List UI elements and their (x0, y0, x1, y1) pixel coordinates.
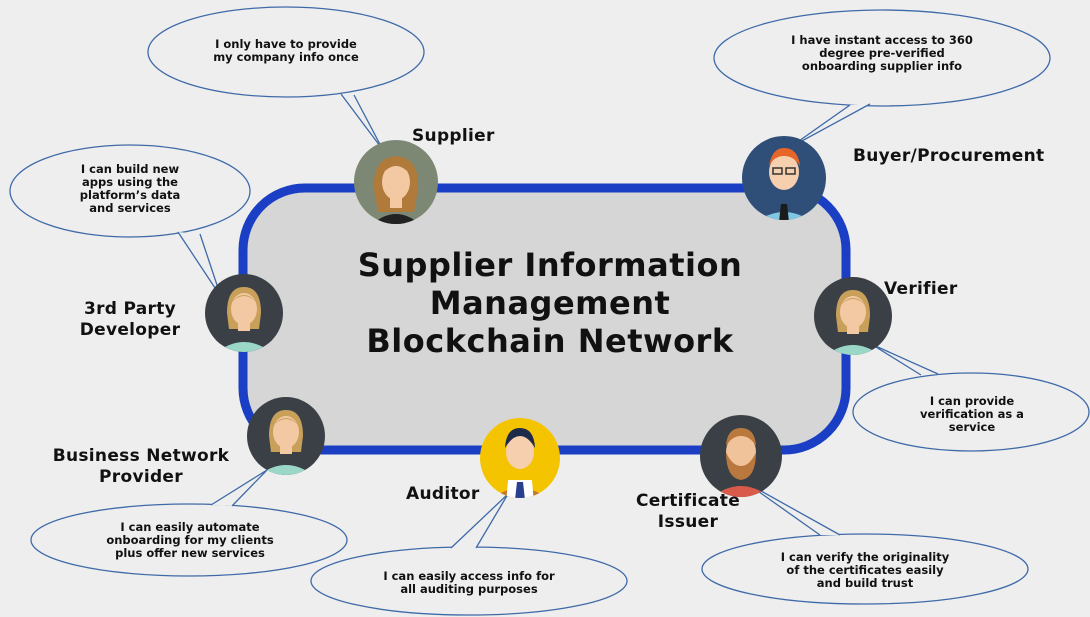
title-line-3: Blockchain Network (366, 322, 734, 360)
bubble-developer-text: I can build new apps using the platform’… (40, 152, 220, 226)
woman-avatar-icon (354, 140, 438, 224)
role-label-issuer-line-2: Issuer (657, 512, 719, 532)
man-suit-avatar-icon (480, 418, 560, 498)
bubble-buyer-line-1: I have instant access to 360 (791, 32, 973, 47)
bubble-verifier-line-2: verification as a (920, 406, 1024, 421)
bubble-supplier-text: I only have to provide my company info o… (170, 22, 402, 80)
role-label-supplier: Supplier (412, 126, 495, 146)
role-label-developer: 3rd Party Developer (60, 299, 200, 341)
bubble-issuer-line-3: and build trust (816, 575, 914, 590)
bubble-verifier-line-1: I can provide (929, 393, 1015, 408)
bubble-supplier-line-1: I only have to provide (215, 37, 357, 51)
bubble-buyer-text: I have instant access to 360 degree pre-… (740, 22, 1024, 84)
bubble-auditor-line-2: all auditing purposes (400, 582, 538, 596)
network-title: Supplier Information Management Blockcha… (300, 246, 800, 360)
bubble-bnp-line-1: I can easily automate (120, 519, 260, 534)
bubble-bnp-text: I can easily automate onboarding for my … (60, 516, 320, 564)
bubble-supplier-shape (147, 6, 425, 151)
bubble-bnp-line-3: plus offer new services (115, 545, 265, 560)
bubble-issuer-line-2: of the certificates easily (786, 562, 944, 577)
bubble-verifier-shape (852, 343, 1090, 452)
role-label-issuer-line-1: Certificate (635, 491, 741, 511)
role-label-issuer: Certificate Issuer (618, 491, 758, 533)
role-label-bnp: Business Network Provider (36, 446, 246, 488)
role-label-developer-line-2: Developer (79, 320, 181, 340)
bubble-auditor-text: I can easily access info for all auditin… (340, 566, 598, 600)
title-line-1: Supplier Information (357, 246, 743, 284)
role-label-bnp-line-2: Provider (99, 467, 183, 487)
role-label-auditor: Auditor (406, 484, 480, 504)
bubble-developer-line-3: platform’s data (79, 188, 181, 202)
bubble-supplier-line-2: my company info once (213, 50, 359, 64)
bubble-issuer-line-1: I can verify the originality (780, 549, 950, 564)
bubble-auditor-line-1: I can easily access info for (383, 569, 555, 583)
role-label-bnp-line-1: Business Network (52, 446, 230, 466)
bubble-developer-line-4: and services (89, 201, 171, 215)
bubble-issuer-text: I can verify the originality of the cert… (740, 546, 990, 594)
bubble-buyer-line-2: degree pre-verified (819, 45, 945, 60)
role-label-developer-line-1: 3rd Party (83, 299, 177, 319)
role-label-verifier: Verifier (884, 279, 958, 299)
bubble-developer-line-1: I can build new (80, 162, 180, 176)
title-line-2: Management (429, 284, 671, 322)
bubble-bnp-line-2: onboarding for my clients (106, 532, 274, 547)
bubble-verifier-line-3: service (948, 419, 996, 434)
bubble-developer-line-2: apps using the (82, 175, 178, 189)
bubble-buyer-line-3: onboarding supplier info (801, 58, 963, 73)
bubble-issuer-shape (701, 481, 1029, 605)
role-label-buyer: Buyer/Procurement (853, 146, 1045, 166)
developer-avatar-icon (205, 274, 283, 352)
bubble-auditor-shape (310, 493, 628, 616)
verifier-avatar-icon (814, 277, 892, 355)
bnp-avatar-icon (247, 397, 325, 475)
bubble-bnp-shape (30, 469, 348, 577)
bearded-man-avatar-icon (700, 415, 782, 497)
bubble-verifier-text: I can provide verification as a service (880, 388, 1064, 440)
